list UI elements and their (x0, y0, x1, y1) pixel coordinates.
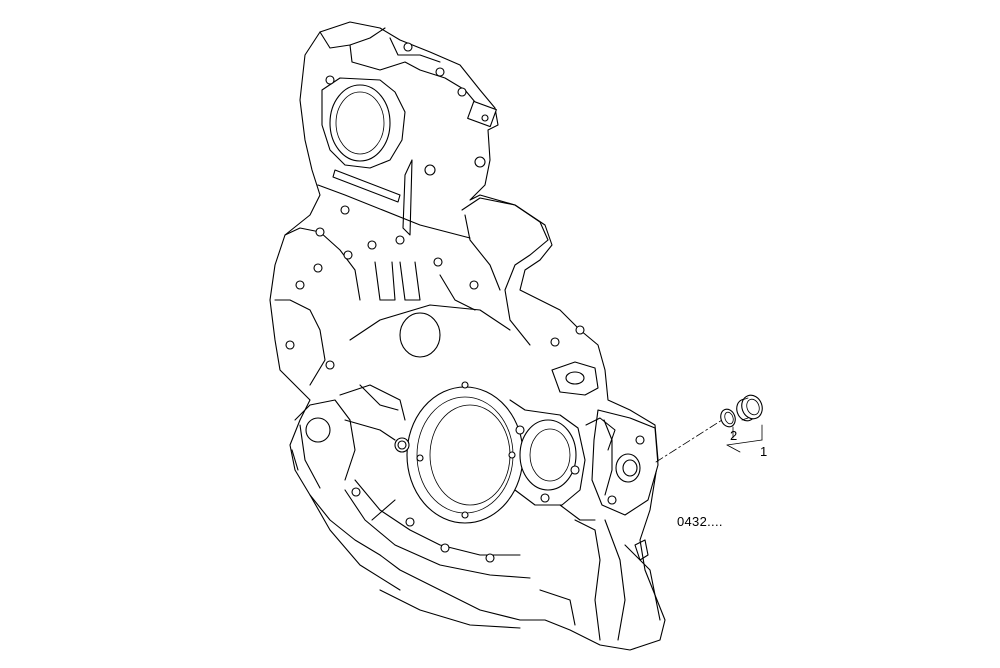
center-line (655, 419, 723, 463)
callout-label-2: 2 (730, 428, 738, 443)
callout-label-1: 1 (760, 444, 768, 459)
callout-leaders (726, 424, 763, 453)
reference-code-label: 0432.... (677, 514, 723, 529)
sealing-washer-part-2 (720, 408, 736, 428)
threaded-plug-part-1 (736, 394, 763, 422)
timing-cover-housing (269, 21, 666, 651)
